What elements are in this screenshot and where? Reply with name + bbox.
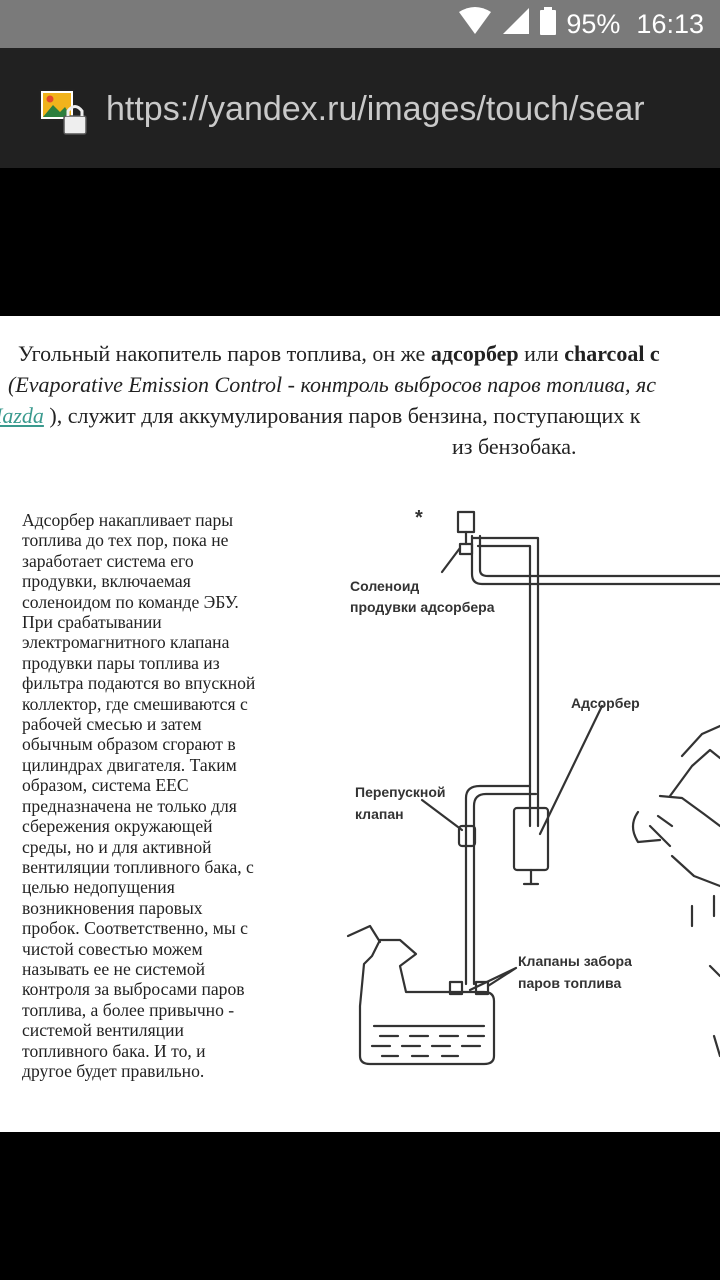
evap-system-diagram: * Соленоид продувки адсорбера Адсорбер П… (320, 496, 720, 1096)
body-line: топлива, а более привычно - (22, 999, 235, 1020)
body-line: целью недопущения (22, 877, 175, 898)
wifi-icon (458, 6, 492, 42)
body-line: называть ее не системой (22, 958, 206, 979)
body-line: пробок. Соответственно, мы с (22, 918, 248, 939)
asterisk: * (415, 507, 423, 529)
battery-percent: 95% (566, 8, 621, 39)
vapor-valve-left (448, 980, 464, 996)
mazda-link[interactable]: Mazda (0, 403, 44, 428)
battery-icon (540, 6, 557, 42)
header-line1-c: или (518, 341, 565, 366)
description-paragraph: Адсорбер накапливает пары топлива до тех… (22, 510, 322, 1081)
body-line: продувки, включаемая (22, 571, 191, 592)
body-line: другое будет правильно. (22, 1060, 205, 1081)
viewer-background (0, 1132, 720, 1280)
body-line: соленоидом по команде ЭБУ. (22, 591, 239, 612)
valves-label-2: паров топлива (518, 975, 622, 991)
body-line: возникновения паровых (22, 897, 203, 918)
clock: 16:13 (636, 8, 704, 39)
browser-url-bar[interactable]: https://yandex.ru/images/touch/sear (0, 48, 720, 168)
bypass-label-2: клапан (355, 806, 404, 822)
body-line: При срабатывании (22, 612, 162, 633)
body-line: фильтра подаются во впускной (22, 673, 256, 694)
header-line2: (Evaporative Emission Control - контроль… (8, 372, 657, 397)
solenoid-label-1: Соленоид (350, 578, 420, 594)
fuel-tank (358, 938, 496, 1066)
adsorber-label: Адсорбер (571, 695, 640, 711)
header-line3-rest: ), служит для аккумулирования паров бенз… (43, 403, 641, 428)
body-line: Адсорбер накапливает пары (22, 510, 234, 530)
body-line: электромагнитного клапана (22, 632, 230, 653)
body-line: обычным образом сгорают в (22, 734, 236, 755)
image-lock-icon (38, 88, 90, 136)
engine (631, 724, 720, 1058)
valves-label-1: Клапаны забора (518, 953, 632, 969)
body-line: продувки пары топлива из (22, 652, 220, 673)
header-line1-a: Угольный накопитель паров топлива, он же (18, 341, 431, 366)
body-line: топливного бака. И то, и (22, 1040, 206, 1061)
body-line: коллектор, где смешиваются с (22, 693, 248, 714)
body-line: системой вентиляции (22, 1020, 184, 1041)
body-line: цилиндрах двигателя. Таким (22, 754, 237, 775)
body-line: вентиляции топливного бака, с (22, 856, 254, 877)
header-line4: из бензобака. (452, 434, 577, 459)
body-line: среды, но и для активной (22, 836, 212, 857)
article-image: Угольный накопитель паров топлива, он же… (0, 316, 720, 1132)
solenoid-valve (456, 510, 476, 534)
body-line: предназначена не только для (22, 795, 237, 816)
header-adsorber-bold: адсорбер (430, 341, 519, 366)
header-charcoal-bold: charcoal c (564, 341, 660, 366)
body-line: сбережения окружающей (22, 816, 213, 837)
url-text[interactable]: https://yandex.ru/images/touch/sear (106, 90, 645, 128)
body-line: контроля за выбросами паров (22, 979, 245, 1000)
body-line: образом, система EEC (22, 775, 189, 796)
bypass-valve (457, 824, 477, 848)
body-line: чистой совестью можем (22, 938, 203, 959)
body-line: рабочей смесью и затем (22, 714, 202, 735)
body-line: топлива до тех пор, пока не (22, 530, 229, 551)
status-bar: 95% 16:13 (0, 0, 720, 48)
solenoid-label-2: продувки адсорбера (350, 599, 495, 615)
signal-icon (502, 7, 530, 42)
body-line: заработает система его (22, 550, 194, 571)
bypass-label-1: Перепускной (355, 784, 446, 800)
